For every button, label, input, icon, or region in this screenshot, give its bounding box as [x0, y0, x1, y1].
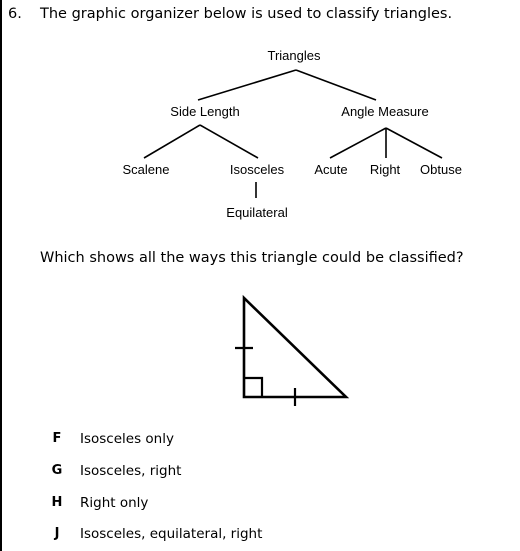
organizer-leaf-scalene: Scalene	[122, 162, 170, 177]
organizer-connectors	[143, 69, 443, 198]
left-border-rule	[0, 0, 2, 551]
triangle-figure	[235, 294, 350, 406]
organizer-branch-angle-measure: Angle Measure	[341, 104, 429, 119]
choice-text: Isosceles only	[80, 431, 174, 447]
organizer-leaf-equilateral: Equilateral	[226, 205, 288, 220]
connector-angle-obtuse	[385, 127, 443, 159]
choice-text: Right only	[80, 495, 149, 511]
organizer-leaf-right: Right	[369, 162, 401, 177]
question-prompt: Which shows all the ways this triangle c…	[40, 250, 464, 266]
organizer-branch-side-length: Side Length	[170, 104, 240, 119]
choice-text: Isosceles, right	[80, 463, 182, 479]
organizer-leaf-isosceles: Isosceles	[229, 162, 285, 177]
organizer-leaf-acute: Acute	[314, 162, 348, 177]
connector-side-scalene	[143, 124, 201, 159]
question-number: 6.	[8, 6, 22, 22]
organizer-leaf-obtuse: Obtuse	[420, 162, 462, 177]
right-angle-marker	[244, 376, 264, 397]
organizer-root: Triangles	[267, 48, 321, 63]
right-isosceles-triangle	[242, 294, 350, 399]
connector-root-side	[197, 69, 297, 101]
connector-side-isosceles	[199, 124, 259, 159]
question-intro: The graphic organizer below is used to c…	[40, 6, 453, 22]
choice-letter: H	[51, 495, 63, 510]
choice-text: Isosceles, equilateral, right	[80, 526, 263, 542]
choice-letter: J	[54, 526, 60, 541]
choice-letter: G	[51, 463, 63, 478]
choice-letter: F	[52, 431, 62, 446]
connector-angle-acute	[329, 127, 387, 159]
connector-root-angle	[295, 69, 377, 101]
